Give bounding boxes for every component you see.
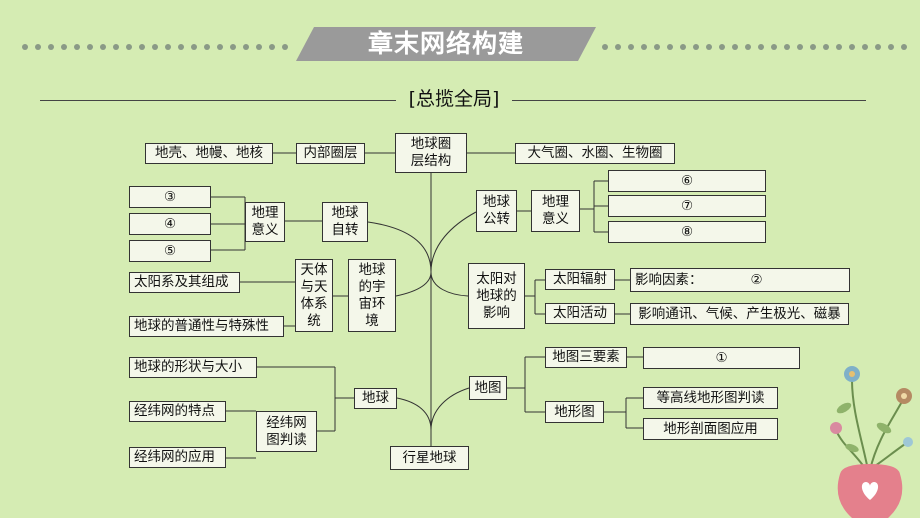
node-earth: 地球: [354, 388, 397, 409]
decor-dot: [784, 44, 790, 50]
node-outer-list: 大气圈、水圈、生物圈: [515, 143, 675, 164]
node-inner-layers: 内部圈层: [296, 143, 365, 164]
decor-dot: [165, 44, 171, 50]
section-subtitle: [总揽全局]: [408, 88, 500, 110]
decor-dot: [126, 44, 132, 50]
decor-dot: [628, 44, 634, 50]
node-sun-effect: 太阳对 地球的 影响: [468, 263, 525, 329]
node-rotation: 地球 自转: [322, 202, 368, 242]
header-dots-right: [600, 44, 907, 52]
decor-dot: [269, 44, 275, 50]
node-blank-8: ⑧: [608, 221, 766, 243]
decor-dot: [875, 44, 881, 50]
node-radiation-factors: 影响因素： ②: [630, 268, 850, 292]
decor-dot: [217, 44, 223, 50]
decor-dot: [35, 44, 41, 50]
page-title: 章末网络构建: [367, 29, 524, 58]
node-inner-list: 地壳、地幔、地核: [145, 143, 273, 164]
node-solar-radiation: 太阳辐射: [545, 269, 615, 290]
decor-dot: [836, 44, 842, 50]
decor-dot: [152, 44, 158, 50]
decor-dot: [849, 44, 855, 50]
decor-dot: [139, 44, 145, 50]
node-topo-map: 地形图: [545, 401, 604, 423]
decor-dot: [48, 44, 54, 50]
node-revolution: 地球 公转: [476, 190, 517, 232]
node-blank-1: ①: [643, 347, 800, 369]
decor-dot: [602, 44, 608, 50]
decor-dot: [862, 44, 868, 50]
decor-dot: [888, 44, 894, 50]
divider-right: [512, 100, 866, 101]
heart-icon: [861, 482, 879, 500]
decor-dot: [243, 44, 249, 50]
decor-dot: [667, 44, 673, 50]
node-contour-reading: 等高线地形图判读: [643, 387, 778, 409]
decor-dot: [178, 44, 184, 50]
decor-dot: [823, 44, 829, 50]
decor-dot: [654, 44, 660, 50]
decor-dot: [901, 44, 907, 50]
radiation-factors-label: 影响因素：: [635, 271, 703, 288]
decor-dot: [641, 44, 647, 50]
node-map: 地图: [469, 376, 507, 400]
node-blank-3: ③: [129, 186, 211, 208]
header-dots-left: [20, 44, 296, 52]
decor-dot: [745, 44, 751, 50]
flower-pink: [830, 422, 842, 434]
decor-dot: [100, 44, 106, 50]
node-blank-2: ②: [750, 271, 763, 288]
divider-left: [40, 100, 396, 101]
decor-dot: [810, 44, 816, 50]
node-blank-7: ⑦: [608, 195, 766, 217]
decor-dot: [615, 44, 621, 50]
node-cosmic-environment: 地球 的宇 宙环 境: [348, 259, 396, 332]
decor-dot: [719, 44, 725, 50]
node-blank-5: ⑤: [129, 240, 211, 262]
node-solar-system: 太阳系及其组成: [129, 272, 240, 293]
node-shape-size: 地球的形状与大小: [129, 357, 257, 378]
decor-dot: [797, 44, 803, 50]
decor-dot: [113, 44, 119, 50]
node-graticule-reading: 经纬网 图判读: [256, 411, 317, 452]
decor-dot: [680, 44, 686, 50]
decor-dot: [87, 44, 93, 50]
decor-dot: [256, 44, 262, 50]
node-earth-universality: 地球的普通性与特殊性: [129, 316, 284, 337]
decor-dot: [230, 44, 236, 50]
node-graticule-features: 经纬网的特点: [129, 401, 226, 422]
node-solar-activity: 太阳活动: [545, 303, 615, 324]
decor-dot: [191, 44, 197, 50]
decor-dot: [74, 44, 80, 50]
decor-dot: [22, 44, 28, 50]
node-graticule-usage: 经纬网的应用: [129, 447, 226, 468]
node-blank-4: ④: [129, 213, 211, 235]
decor-dot: [732, 44, 738, 50]
node-rotation-meaning: 地理 意义: [245, 202, 285, 242]
node-map-elements: 地图三要素: [545, 347, 627, 368]
decor-dot: [758, 44, 764, 50]
decor-dot: [693, 44, 699, 50]
title-banner: 章末网络构建: [296, 27, 596, 61]
decor-dot: [706, 44, 712, 50]
node-revolution-meaning: 地理 意义: [531, 190, 580, 232]
decor-dot: [204, 44, 210, 50]
node-earth-sphere-structure: 地球圈 层结构: [395, 133, 467, 173]
decor-dot: [282, 44, 288, 50]
node-planet-earth: 行星地球: [390, 446, 469, 470]
decor-dot: [61, 44, 67, 50]
node-celestial-system: 天体 与天 体系 统: [295, 259, 333, 332]
node-blank-6: ⑥: [608, 170, 766, 192]
decor-dot: [771, 44, 777, 50]
node-profile-usage: 地形剖面图应用: [643, 418, 778, 440]
node-activity-effects: 影响通讯、气候、产生极光、磁暴: [630, 303, 849, 325]
flower-vase-illustration: [830, 366, 913, 518]
